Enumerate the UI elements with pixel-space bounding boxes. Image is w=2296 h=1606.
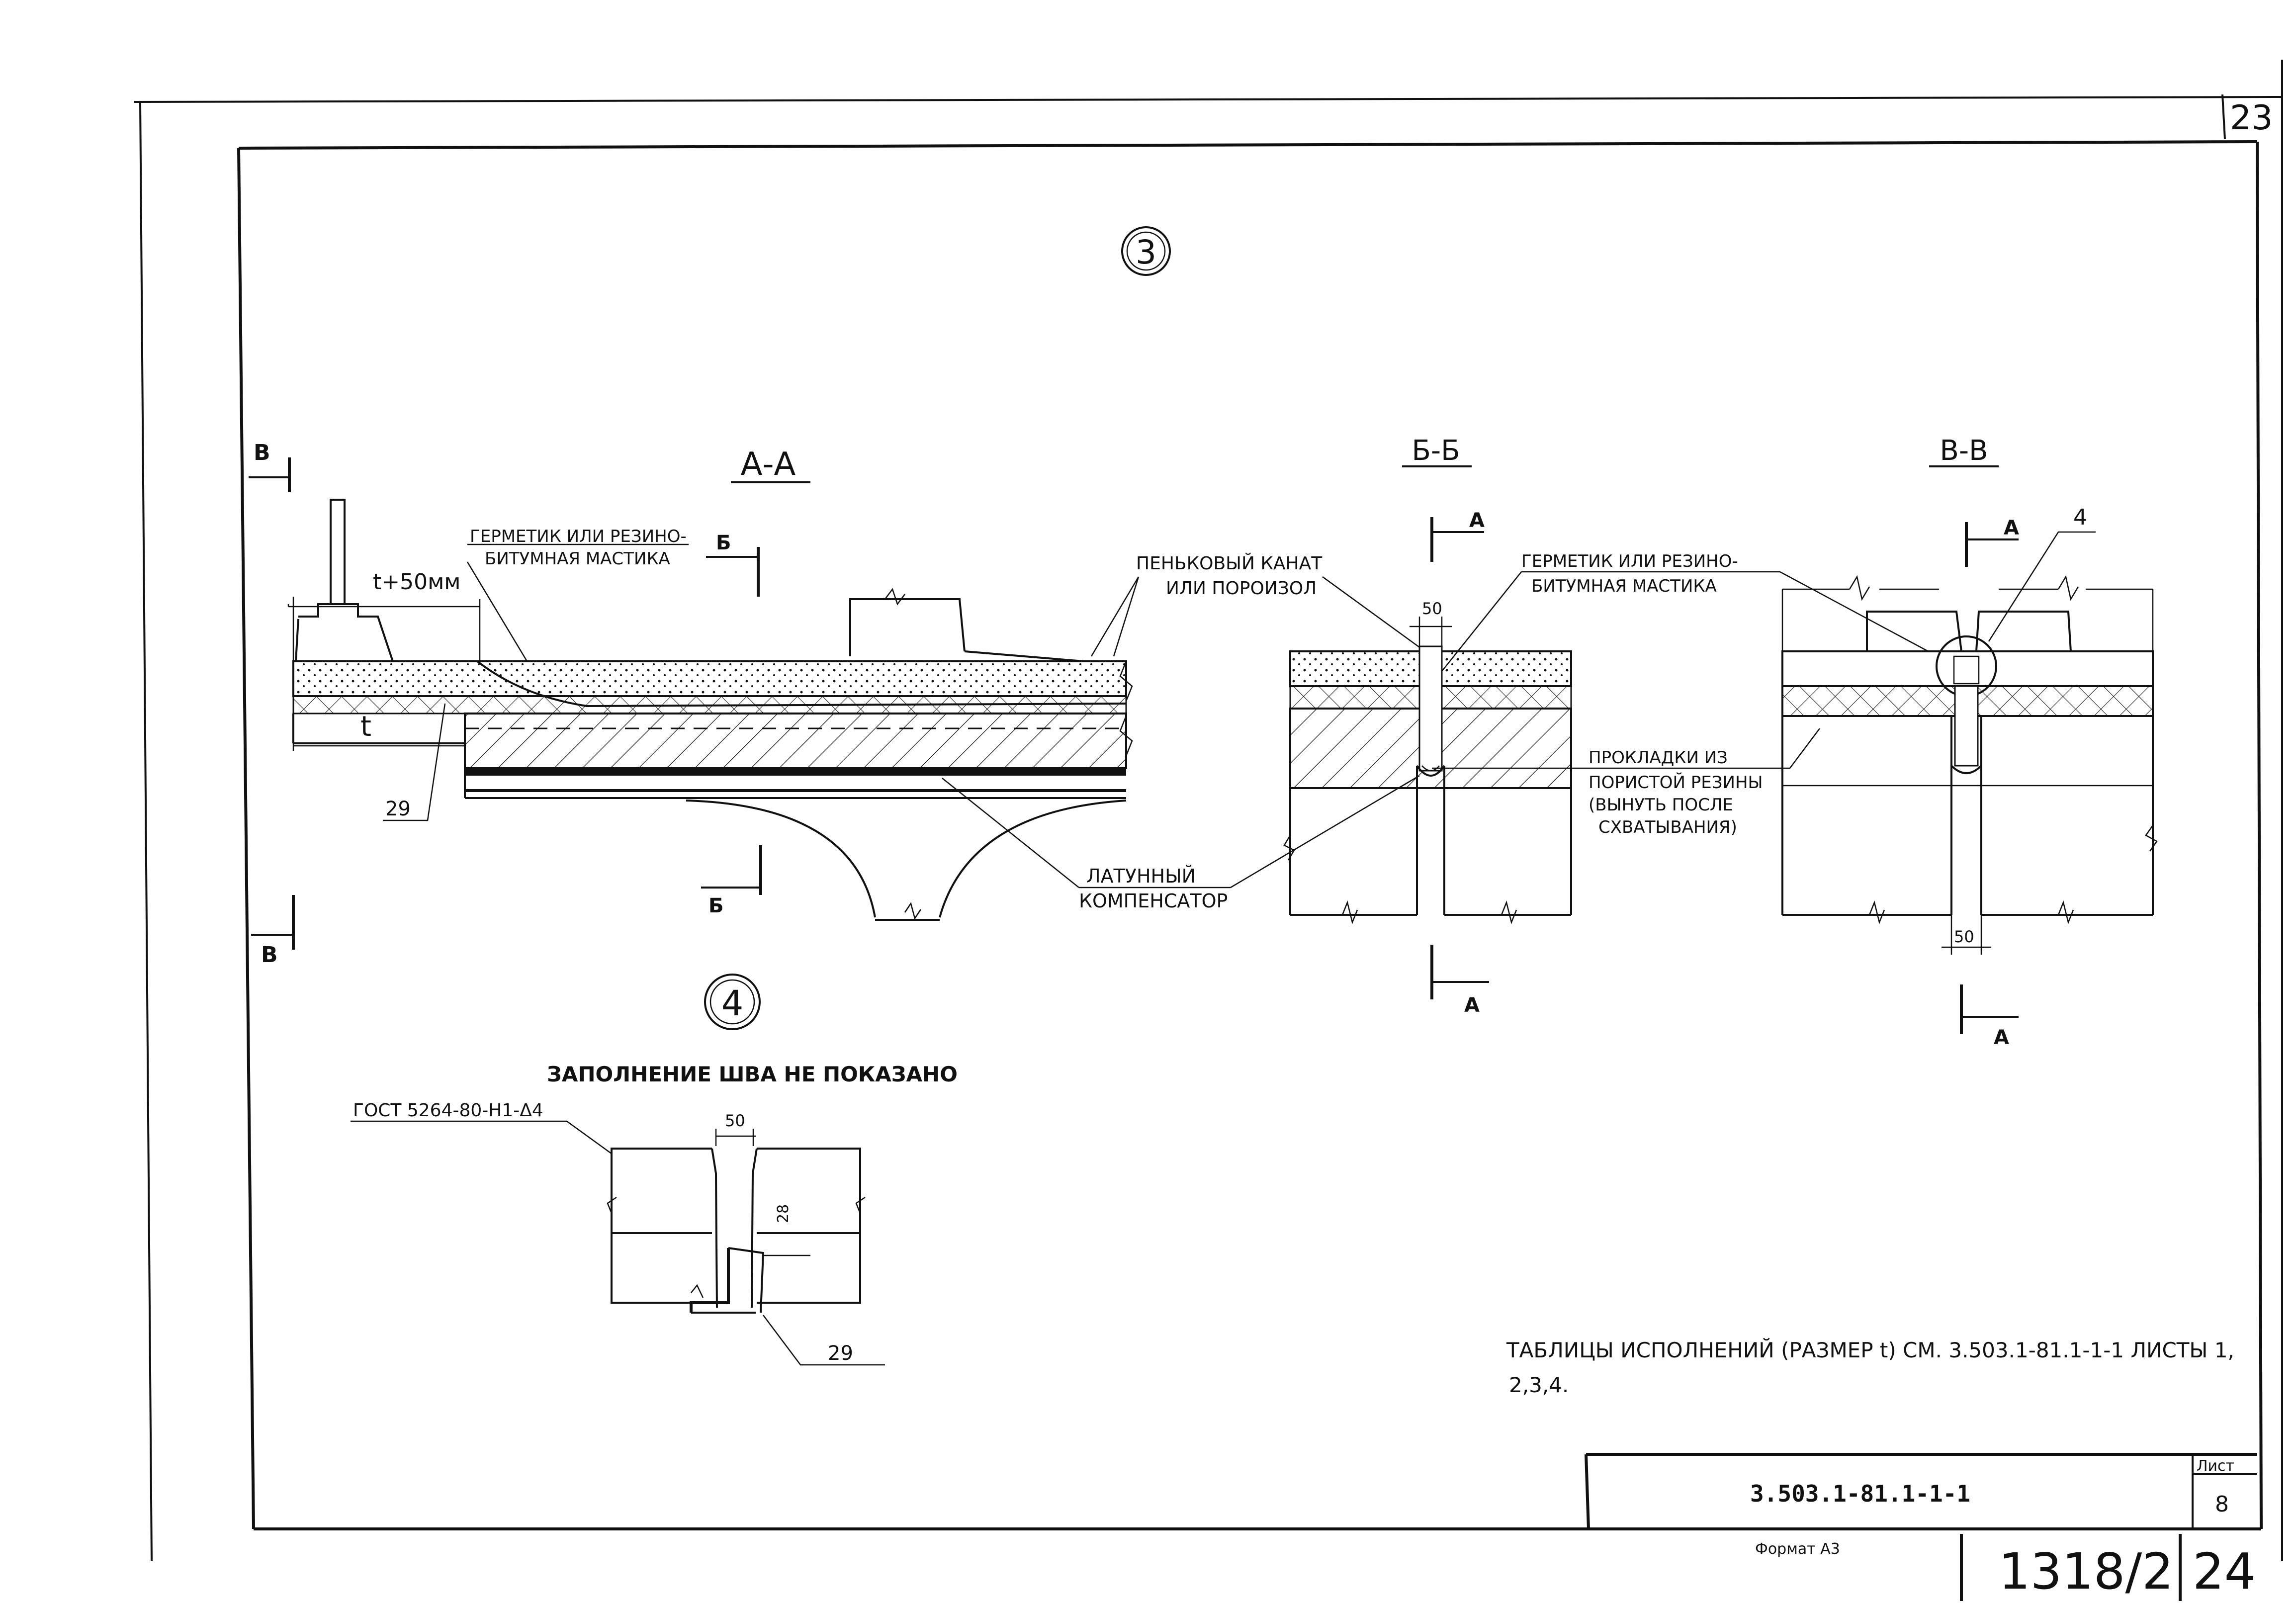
page-number: 24: [2193, 1542, 2256, 1601]
leader-pad-vv: [1789, 728, 1820, 769]
cut-a-bb-bottom: А: [1464, 994, 1480, 1017]
section-aa-drawing: [292, 499, 1133, 921]
section-bb-drawing: [1283, 617, 1572, 925]
note-line2: 2,3,4.: [1509, 1373, 1569, 1397]
section-vv-drawing: [1781, 575, 2158, 955]
cut-line-a-vv: [1960, 522, 2019, 1034]
leader-4: [1988, 531, 2096, 642]
label-29-section-aa: 29: [385, 798, 411, 820]
detail-3-marker: [1121, 226, 1171, 276]
corner-number: 23: [2230, 98, 2273, 138]
leader-rope-2: [1113, 576, 1140, 657]
leader-sealant-bb: [1441, 571, 1522, 672]
section-vv-title: В-В: [1940, 435, 1988, 467]
dimension-50-bb: 50: [1422, 599, 1442, 618]
detail-4-marker: [704, 974, 761, 1030]
pad-line3: (ВЫНУТЬ ПОСЛЕ: [1589, 795, 1733, 815]
format-label: Формат А3: [1755, 1540, 1840, 1558]
leader-rope-1: [1090, 576, 1140, 657]
detail-4-note: ЗАПОЛНЕНИЕ ШВА НЕ ПОКАЗАНО: [547, 1062, 958, 1086]
cut-line-a-bb: [1430, 517, 1489, 999]
cut-a-vv-top: А: [2004, 517, 2019, 539]
label-4: 4: [2073, 505, 2087, 530]
detail-3-number: 3: [1136, 233, 1156, 271]
leader-29-d4: [763, 1315, 885, 1366]
dimension-50-vv: 50: [1954, 927, 1974, 946]
cut-a-bb-top: А: [1469, 509, 1485, 532]
dimension-28: 28: [775, 1204, 792, 1223]
dimension-t-text: t: [360, 711, 371, 743]
section-bb-title: Б-Б: [1412, 435, 1460, 467]
sheet-label: Лист: [2197, 1457, 2234, 1475]
sealant-aa-line2: БИТУМНАЯ МАСТИКА: [485, 549, 670, 569]
sealant-aa-line1: ГЕРМЕТИК ИЛИ РЕЗИНО-: [470, 527, 687, 546]
note-line1: ТАБЛИЦЫ ИСПОЛНЕНИЙ (РАЗМЕР t) СМ. 3.503.…: [1506, 1338, 2234, 1362]
detail-4-drawing: [607, 1129, 866, 1314]
cut-line-v: [249, 457, 295, 950]
cut-b-top-label: Б: [716, 532, 731, 554]
cut-a-vv-bottom: А: [1994, 1026, 2009, 1049]
leader-compensator-aa: [942, 778, 1079, 888]
detail-4-number: 4: [721, 983, 744, 1024]
sealant-bb-line1: ГЕРМЕТИК ИЛИ РЕЗИНО-: [1521, 551, 1738, 571]
sheet-border: [134, 60, 2283, 1562]
dimension-t: [292, 743, 465, 751]
title-block: [1585, 1453, 2257, 1601]
leader-rope-3: [1322, 576, 1432, 657]
leader-sealant-aa: [466, 561, 528, 662]
archive-number: 1318/2: [1999, 1542, 2174, 1601]
pad-line4: СХВАТЫВАНИЯ): [1598, 817, 1737, 837]
dimension-t-plus-50: [287, 597, 481, 661]
gost-label: ГОСТ 5264-80-Н1-Δ4: [353, 1100, 543, 1121]
compensator-line1: ЛАТУННЫЙ: [1086, 865, 1196, 887]
label-29-d4: 29: [828, 1342, 853, 1365]
leader-29: [383, 703, 446, 821]
dimension-t-plus-50-text: t+50мм: [373, 569, 461, 595]
cut-b-bottom-label: Б: [708, 894, 724, 917]
cut-line-b: [701, 547, 762, 895]
section-aa-title: А-А: [741, 446, 796, 483]
pad-line1: ПРОКЛАДКИ ИЗ: [1589, 748, 1728, 768]
rope-line2: ИЛИ ПОРОИЗОЛ: [1166, 578, 1317, 599]
sealant-bb-line2: БИТУМНАЯ МАСТИКА: [1531, 576, 1717, 596]
leader-compensator-bb: [1230, 775, 1420, 889]
pad-line2: ПОРИСТОЙ РЕЗИНЫ: [1589, 772, 1763, 793]
dimension-50-d4: 50: [725, 1111, 745, 1130]
cut-v-top-label: В: [254, 440, 270, 465]
cut-v-bottom-label: В: [261, 942, 278, 968]
leader-sealant-vv: [1779, 571, 1952, 665]
rope-line1: ПЕНЬКОВЫЙ КАНАТ: [1136, 553, 1323, 574]
document-code: 3.503.1-81.1-1-1: [1750, 1480, 1970, 1507]
compensator-line2: КОМПЕНСАТОР: [1079, 890, 1228, 912]
sheet-number: 8: [2215, 1492, 2229, 1517]
